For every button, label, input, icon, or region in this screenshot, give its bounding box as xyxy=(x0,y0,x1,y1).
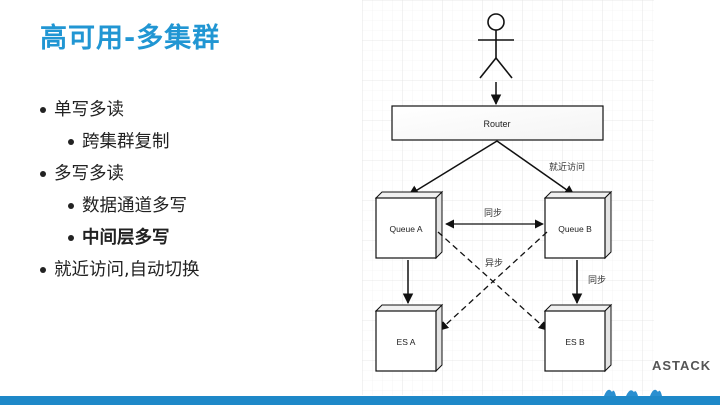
bullet-text: 中间层多写 xyxy=(82,228,170,248)
bullet-text: 单写多读 xyxy=(54,100,124,120)
bullet-dot-icon xyxy=(40,267,46,273)
bullet-dot-icon xyxy=(68,235,74,241)
router-label: Router xyxy=(483,119,510,129)
es-a-label: ES A xyxy=(397,337,416,347)
edge-label-sync-queues: 同步 xyxy=(484,208,502,219)
user-icon xyxy=(478,13,514,79)
bullet-dot-icon xyxy=(40,171,46,177)
bullet-text: 跨集群复制 xyxy=(82,132,170,152)
edge-async-a-to-esb xyxy=(437,231,548,331)
bullet-text: 数据通道多写 xyxy=(82,196,187,216)
architecture-diagram: Router 就近访问 Queue A Queue B 同步 异步 同步 ES … xyxy=(362,0,654,395)
footer-bar xyxy=(0,396,720,405)
bullet-dot-icon xyxy=(68,139,74,145)
bullet-dot-icon xyxy=(68,203,74,209)
bullet-item: 单写多读 xyxy=(38,94,338,126)
bullet-dot-icon xyxy=(40,107,46,113)
es-b-label: ES B xyxy=(565,337,585,347)
bullet-item: 就近访问,自动切换 xyxy=(38,254,338,286)
queue-a-node: Queue A xyxy=(374,190,444,260)
bullet-item: 数据通道多写 xyxy=(38,190,338,222)
bullet-list: 单写多读 跨集群复制 多写多读 数据通道多写 中间层多写 就近访问,自动切换 xyxy=(38,94,338,286)
bullet-text: 就近访问,自动切换 xyxy=(54,260,200,280)
queue-a-label: Queue A xyxy=(389,224,422,234)
bullet-item: 跨集群复制 xyxy=(38,126,338,158)
edge-async-b-to-esa xyxy=(439,231,548,331)
es-a-node: ES A xyxy=(374,303,444,373)
edge-label-sync-b: 同步 xyxy=(588,275,606,286)
bullet-text: 多写多读 xyxy=(54,164,124,184)
edge-router-queue-a xyxy=(408,140,498,196)
edge-router-queue-b xyxy=(496,140,575,196)
wave-decoration-icon xyxy=(604,389,662,396)
edge-label-async: 异步 xyxy=(485,258,503,269)
slide-title: 高可用-多集群 xyxy=(40,23,221,54)
queue-b-label: Queue B xyxy=(558,224,592,234)
es-b-node: ES B xyxy=(543,303,613,373)
edge-label-nearest-access: 就近访问 xyxy=(549,161,585,173)
astack-logo: ASTACK xyxy=(652,358,712,373)
queue-b-node: Queue B xyxy=(543,190,613,260)
router-node: Router xyxy=(391,105,604,141)
bullet-item: 中间层多写 xyxy=(38,222,338,254)
bullet-item: 多写多读 xyxy=(38,158,338,190)
